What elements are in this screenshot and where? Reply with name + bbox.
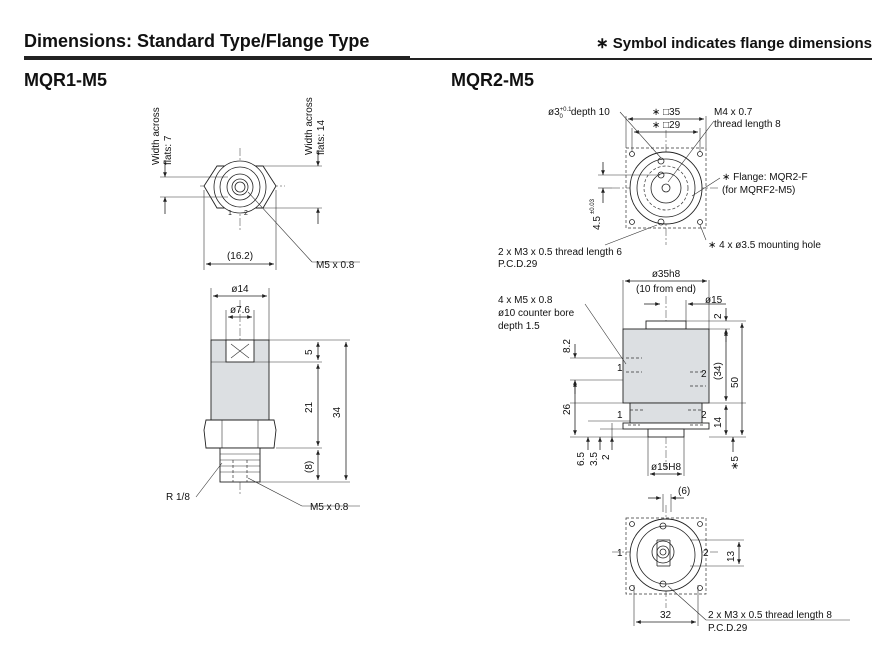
mqr1-dia7-6: ø7.6 <box>230 305 250 316</box>
mqr2-depth15-label: depth 1.5 <box>498 321 540 332</box>
mqr2-sq29: ∗ □29 <box>652 120 681 131</box>
mqr2-dim82: 8.2 <box>562 339 573 353</box>
mqr2-dim2b: 2 <box>701 369 707 380</box>
mqr2-dim13: 13 <box>726 550 737 562</box>
mqr2-top-view <box>598 111 721 246</box>
mqr2-dim50: 50 <box>730 376 741 388</box>
mqr2-m4-label: M4 x 0.7 <box>714 107 753 118</box>
mqr2-dia15h8: ø15H8 <box>651 462 681 473</box>
mqr1-top-view: 1 2 <box>160 148 360 270</box>
mqr1-dim8: (8) <box>304 461 315 473</box>
mqr2-bottom-view <box>612 494 850 626</box>
mqr2-flange-label: ∗ Flange: MQR2-F <box>722 172 808 183</box>
mqr2-dim26: 26 <box>562 403 573 415</box>
mqr2-dim65: 6.5 <box>576 452 587 466</box>
mqr2-dim34b: (34) <box>713 362 724 380</box>
mqr2-hole35-label: ∗ 4 x ø3.5 mounting hole <box>708 240 821 251</box>
mqr2-dim1c: 1 <box>617 548 623 559</box>
mqr1-dia14: ø14 <box>231 284 249 295</box>
mqr2-from-end: (10 from end) <box>636 284 696 295</box>
mqr1-dim21: 21 <box>304 401 315 413</box>
header-rule <box>24 56 872 60</box>
mqr2-dim45: 4.5 <box>592 216 603 230</box>
mqr2-thread8-label: thread length 8 <box>714 119 781 130</box>
svg-text:2: 2 <box>244 210 248 217</box>
mqr1-m5-bottom-label: M5 x 0.8 <box>310 502 349 513</box>
mqr2-m3-6-label: 2 x M3 x 0.5 thread length 6 <box>498 247 622 258</box>
mqr1-flats-14-label: Width acrossflats: 14 <box>304 97 327 155</box>
mqr2-dim2a: 2 <box>713 313 724 319</box>
mqr2-m5-4x-label: 4 x M5 x 0.8 <box>498 295 553 306</box>
mqr2-tol003: ±0.03 <box>590 198 596 214</box>
mqr2-dia15: ø15 <box>705 295 723 306</box>
mqr1-dim34: 34 <box>332 406 343 418</box>
mqr2-star5: ∗5 <box>730 456 741 470</box>
mqr2-dim2e: 2 <box>703 548 709 559</box>
mqr1-r18-label: R 1/8 <box>166 492 190 503</box>
mqr2-dim14: 14 <box>713 416 724 428</box>
mqr2-dim1b: 1 <box>617 410 623 421</box>
mqr2-m3-8-label: 2 x M3 x 0.5 thread length 8 <box>708 610 832 621</box>
header-rule-gap <box>410 56 872 58</box>
mqr2-dim35: 3.5 <box>589 452 600 466</box>
mqr2-side-view <box>570 279 746 476</box>
mqr2-for-mqrf-label: (for MQRF2-M5) <box>722 185 795 196</box>
page-title: Dimensions: Standard Type/Flange Type <box>24 31 370 51</box>
mqr1-dim5: 5 <box>304 349 315 355</box>
mqr1-dim-16-2: (16.2) <box>227 251 253 262</box>
mqr2-pcd29a-label: P.C.D.29 <box>498 259 538 270</box>
mqr2-dim2c: 2 <box>701 410 707 421</box>
model-label-mqr1: MQR1-M5 <box>24 70 108 90</box>
mqr2-counter-bore-label: ø10 counter bore <box>498 308 575 319</box>
flange-note: ∗ Symbol indicates flange dimensions <box>596 35 872 52</box>
mqr1-side-view <box>195 288 360 507</box>
mqr2-dia35h8: ø35h8 <box>652 269 681 280</box>
svg-text:1: 1 <box>228 210 232 217</box>
model-label-mqr2: MQR2-M5 <box>451 70 535 90</box>
mqr1-m5-top-label: M5 x 0.8 <box>316 260 355 271</box>
mqr1-flats-7-label: Width acrossflats: 7 <box>151 107 174 165</box>
mqr2-dim2d: 2 <box>601 454 612 460</box>
mqr2-dim32: 32 <box>660 610 672 621</box>
mqr2-sq35: ∗ □35 <box>652 107 681 118</box>
mqr2-pcd29b-label: P.C.D.29 <box>708 623 748 634</box>
mqr2-dim1a: 1 <box>617 363 623 374</box>
mqr2-dim6: (6) <box>678 486 690 497</box>
